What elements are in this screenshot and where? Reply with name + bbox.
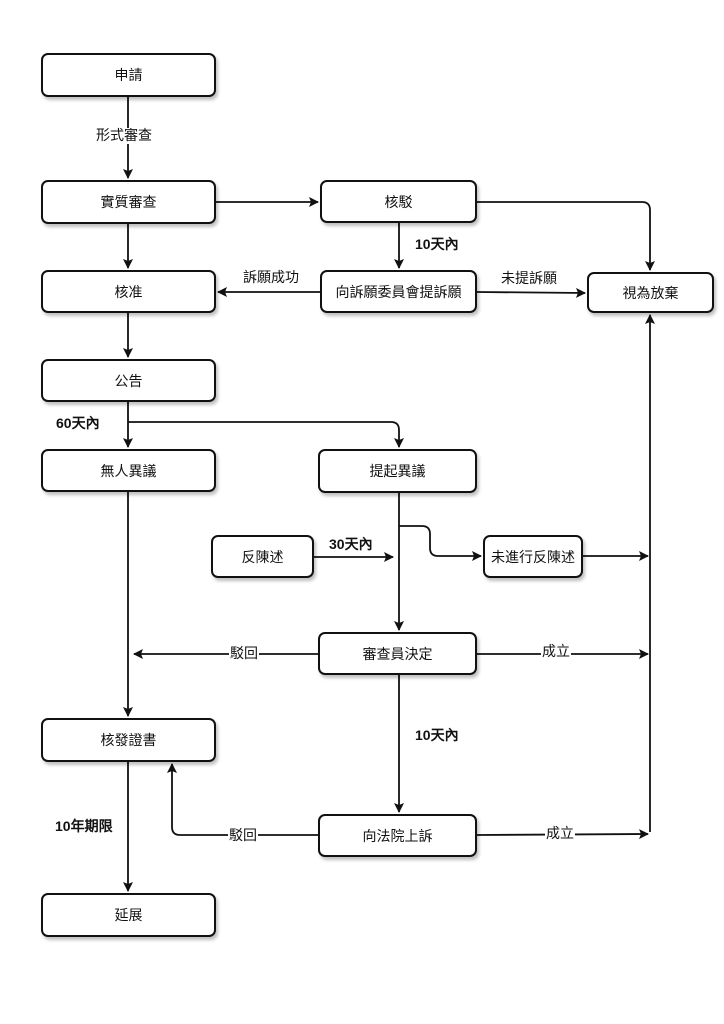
node-approve: 核准 xyxy=(41,270,216,313)
node-no-opposition: 無人異議 xyxy=(41,449,216,492)
label-ten-days-appeal: 10天內 xyxy=(415,727,459,743)
label-appeal-established: 成立 xyxy=(545,826,575,842)
node-counter-statement: 反陳述 xyxy=(211,535,314,578)
label-formal-review: 形式審查 xyxy=(95,128,153,144)
node-publication: 公告 xyxy=(41,359,216,402)
edge-appeal-rejected xyxy=(167,763,318,836)
node-petition: 向訴願委員會提訴願 xyxy=(320,270,477,313)
node-no-counter-statement: 未進行反陳述 xyxy=(483,535,583,578)
label-ten-days-petition: 10天內 xyxy=(415,236,459,252)
edge-opposition-to-no-counter xyxy=(399,525,482,561)
node-apply: 申請 xyxy=(41,53,216,97)
edge-publication-to-opposition xyxy=(128,421,404,448)
label-decision-rejected: 駁回 xyxy=(229,646,259,662)
label-appeal-rejected: 駁回 xyxy=(228,828,258,844)
node-reject: 核駁 xyxy=(320,180,477,223)
label-decision-established: 成立 xyxy=(541,644,571,660)
edge-reject-to-abandoned xyxy=(477,201,655,271)
node-file-opposition: 提起異議 xyxy=(318,449,477,493)
node-appeal-court: 向法院上訴 xyxy=(318,814,477,857)
node-issue-certificate: 核發證書 xyxy=(41,718,216,762)
label-thirty-days: 30天內 xyxy=(329,536,373,552)
label-sixty-days: 60天內 xyxy=(56,415,100,431)
label-ten-year-term: 10年期限 xyxy=(55,818,113,834)
node-examiner-decision: 審查員決定 xyxy=(318,632,477,675)
node-deemed-abandoned: 視為放棄 xyxy=(587,272,714,313)
edge-petition-to-abandoned xyxy=(476,287,586,298)
node-renewal: 延展 xyxy=(41,893,216,937)
node-substantive-review: 實質審查 xyxy=(41,180,216,224)
label-no-petition: 未提訴願 xyxy=(501,271,557,287)
label-petition-success: 訴願成功 xyxy=(243,270,299,286)
